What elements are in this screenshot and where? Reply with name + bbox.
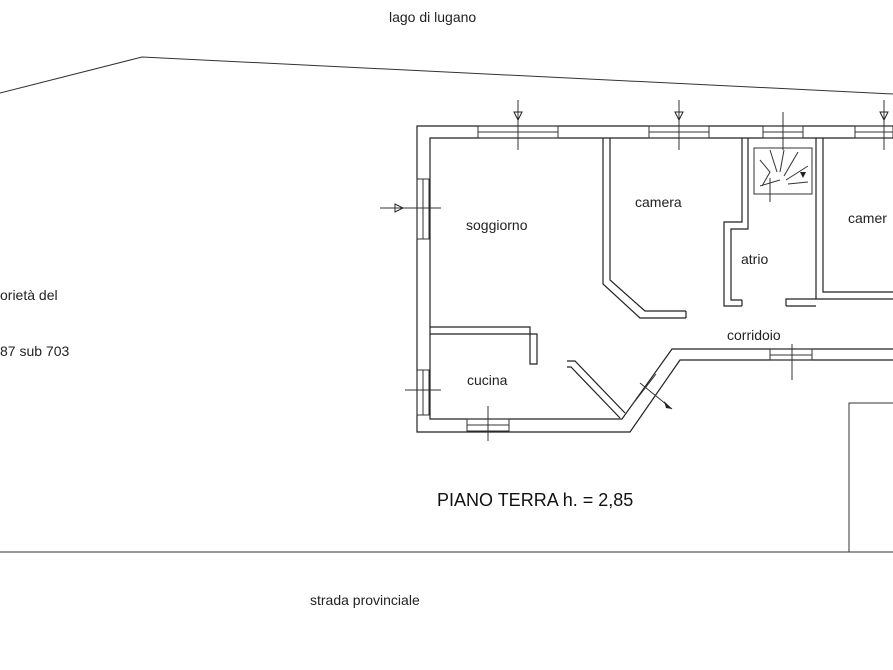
arrow-markers: [380, 100, 889, 441]
room-camera-1: camera: [635, 194, 682, 210]
site-boundary-top: [0, 56, 893, 95]
lake-label: lago di lugano: [389, 9, 476, 25]
room-cucina: cucina: [467, 372, 508, 388]
parcel-label: 87 sub 703: [0, 343, 69, 359]
room-camera-2: camer: [848, 210, 887, 226]
floor-title: PIANO TERRA h. = 2,85: [437, 490, 633, 510]
room-soggiorno: soggiorno: [466, 217, 528, 233]
garage-outline: [848, 402, 893, 552]
interior-walls: [430, 138, 893, 419]
room-atrio: atrio: [741, 251, 768, 267]
room-corridoio: corridoio: [727, 327, 781, 343]
ownership-label: orietà del: [0, 287, 58, 303]
entry-door: [631, 373, 673, 410]
road-label: strada provinciale: [310, 592, 420, 608]
staircase: [753, 147, 813, 202]
